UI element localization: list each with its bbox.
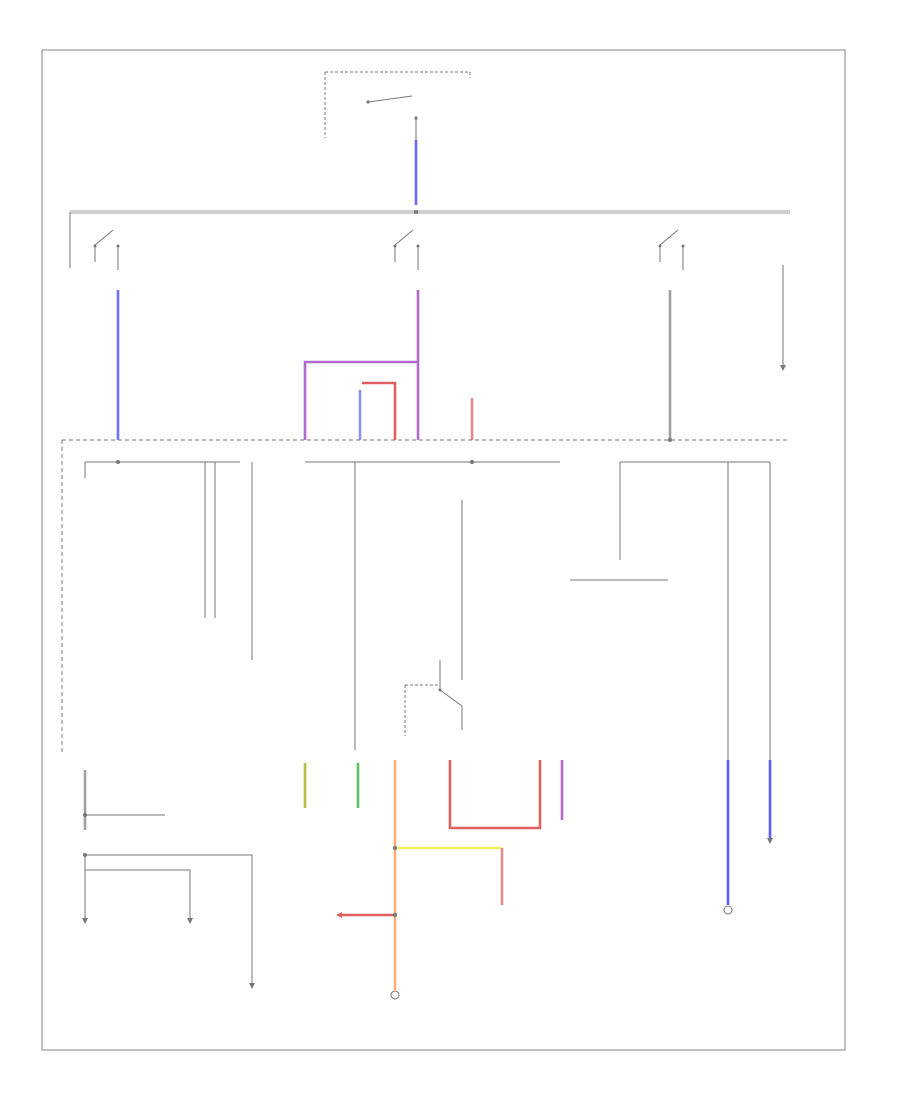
junction-box-outline <box>61 439 790 752</box>
arrow-lower-left-1 <box>82 918 88 924</box>
arrow-far-right <box>780 365 786 371</box>
internal-bar-left <box>84 461 240 618</box>
internal-bar-center <box>305 461 560 750</box>
wire-gray-branch <box>84 814 253 985</box>
wire-violet-loop <box>303 360 418 440</box>
wire-red-loop <box>362 381 397 440</box>
wire-red-u-loop <box>448 760 542 830</box>
arrow-lower-left-3 <box>249 983 255 989</box>
relay-center <box>393 229 420 270</box>
arrow-lower-left-2 <box>187 918 193 924</box>
relay-left <box>93 229 120 270</box>
ground-blue-1 <box>723 905 733 915</box>
arrow-red-branch <box>336 912 342 918</box>
ground-orange <box>390 990 400 1000</box>
splice-points <box>83 210 672 917</box>
diagram-border <box>41 49 846 1051</box>
lower-switch <box>404 660 463 736</box>
arrow-blue-2 <box>767 838 773 844</box>
relay-right <box>658 229 685 270</box>
top-source-box <box>324 71 471 140</box>
internal-bar-right <box>619 461 771 760</box>
